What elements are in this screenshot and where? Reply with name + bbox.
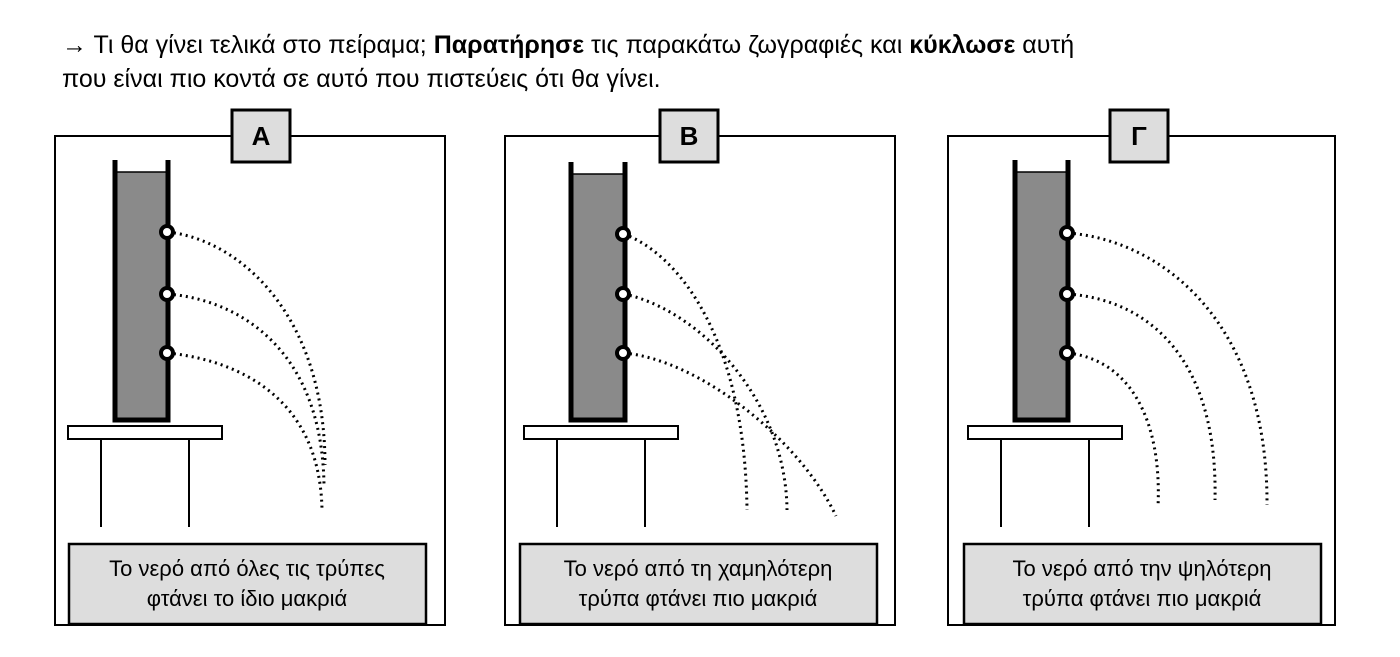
instruction-part-1: Τι θα γίνει τελικά στο πείραμα; [87,31,434,59]
instruction-bold-circle: κύκλωσε [909,31,1016,59]
panel-a-caption: Το νερό από όλες τις τρύπες φτάνει το ίδ… [67,542,428,626]
hole-top [1059,225,1075,241]
hole-top [615,226,631,242]
water-jet-top [1067,231,1269,506]
caption-box [518,542,879,626]
hole-middle [159,286,175,302]
panel-c-stand [967,425,1123,527]
caption-line-1: Το νερό από την ψηλότερη [1012,556,1271,581]
panel-c-label-box [1108,108,1170,164]
panel-b-caption: Το νερό από τη χαμηλότερη τρύπα φτάνει π… [518,542,879,626]
water-column [115,172,168,420]
stand-top [523,425,679,440]
caption-line-1: Το νερό από τη χαμηλότερη [564,556,833,581]
water-jet-bottom [167,351,324,511]
hole-bottom [615,345,631,361]
instruction-part-3: αυτή [1015,31,1075,59]
panel-a-water-jets [167,230,327,511]
instruction-bold-observe: Παρατήρησε [433,31,585,59]
caption-line-2: τρύπα φτάνει πιο μακριά [1023,586,1262,611]
panel-b-holes [615,226,631,361]
caption-line-2: τρύπα φτάνει πιο μακριά [579,586,818,611]
arrow-icon: → [62,31,87,59]
caption-line-1: Το νερό από όλες τις τρύπες [109,556,385,581]
panel-a-label-box [230,108,292,164]
panel-c-water-jets [1067,231,1269,508]
panel-a-stand [67,425,223,527]
panel-b-label: Β [658,108,720,164]
water-jet-top [623,232,749,511]
panel-a[interactable]: Α Το νερό από όλες τις τρύπες φτάνει το … [54,108,446,626]
panel-b-label-text: Β [680,121,699,151]
instruction-part-2: τις παρακάτω ζωγραφιές και [584,31,910,59]
instruction-line-2: που είναι πιο κοντά σε αυτό που πιστεύει… [62,65,661,93]
caption-box [962,542,1323,626]
water-jet-middle [1067,292,1217,501]
water-jet-bottom [623,351,838,517]
panel-b-stand [523,425,679,527]
panel-c[interactable]: Γ Το νερό από την ψηλότερη τρύπα φτάνει … [947,108,1336,626]
hole-top [159,224,175,240]
hole-bottom [159,345,175,361]
panel-b-water-jets [623,232,838,517]
caption-line-2: φτάνει το ίδιο μακριά [147,586,348,611]
panel-b-label-box [658,108,720,164]
panel-a-holes [159,224,175,361]
panel-a-label: Α [230,108,292,164]
panel-b[interactable]: Β Το νερό από τη χαμηλότερη τρύπα φτάνει… [504,108,896,626]
water-jet-middle [167,292,326,486]
panel-c-label: Γ [1108,108,1170,164]
panel-c-container [1012,160,1071,423]
water-jet-top [167,230,327,466]
stand-top [67,425,223,440]
panel-c-label-text: Γ [1131,121,1147,151]
water-column [1015,172,1068,420]
water-jet-middle [623,292,789,511]
instruction-text: → Τι θα γίνει τελικά στο πείραμα; Παρατή… [62,28,1382,96]
hole-middle [615,286,631,302]
stand-top [967,425,1123,440]
hole-middle [1059,286,1075,302]
caption-box [67,542,428,626]
panel-a-container [112,160,171,423]
panel-c-caption: Το νερό από την ψηλότερη τρύπα φτάνει πι… [962,542,1323,626]
instruction-line-1: → Τι θα γίνει τελικά στο πείραμα; Παρατή… [62,28,1382,62]
hole-bottom [1059,345,1075,361]
panel-c-holes [1059,225,1075,361]
panel-a-label-text: Α [252,121,271,151]
